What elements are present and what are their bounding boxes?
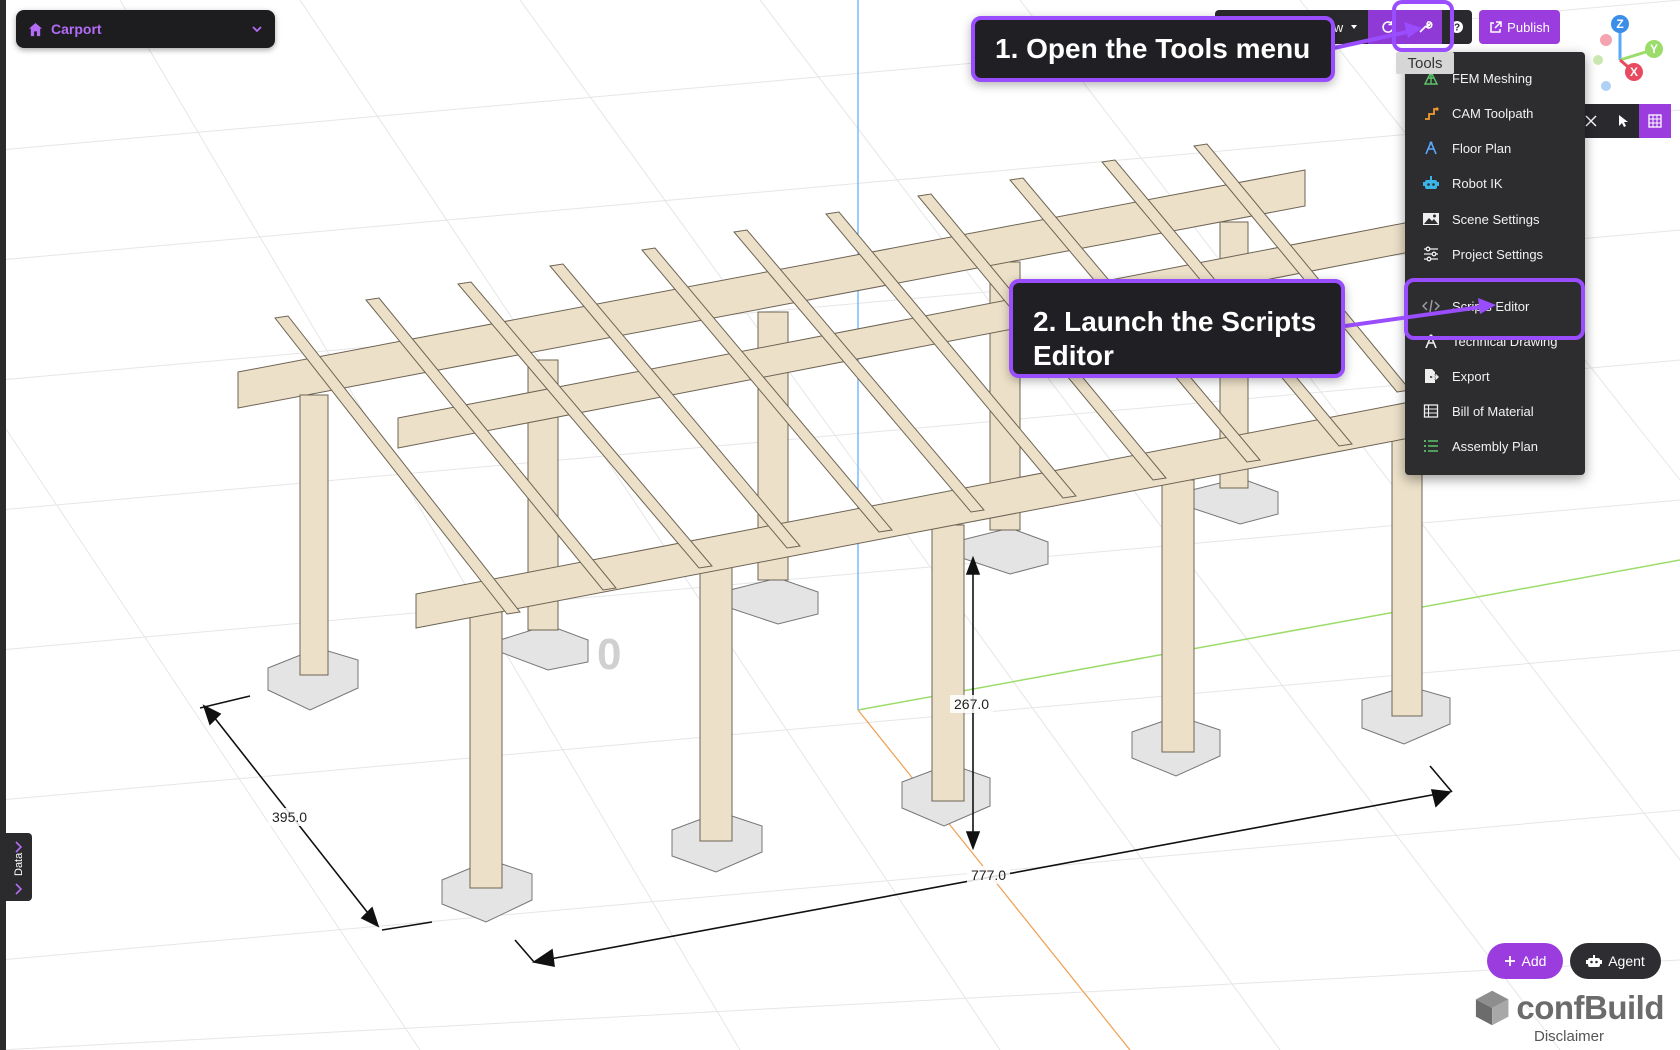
scripts-editor-highlight [1404,278,1585,340]
step-1-callout: 1. Open the Tools menu [971,16,1335,82]
project-selector[interactable]: Carport [16,10,275,48]
orientation-gizmo[interactable]: Z Y X [1590,10,1670,100]
project-name: Carport [51,21,102,37]
x-axis-label: X [1630,65,1638,79]
y-axis-line [857,559,1680,711]
tools-menu-item-label: Export [1452,368,1490,384]
tools-menu-item-label: Floor Plan [1452,140,1512,156]
tools-tooltip: Tools [1396,52,1454,74]
tools-menu-item-label: Robot IK [1452,175,1503,191]
home-icon [28,22,43,36]
y-axis-handle[interactable] [1645,40,1663,58]
tools-menu-item-project-settings[interactable]: Project Settings [1405,237,1585,271]
publish-button[interactable]: Publish [1479,10,1560,44]
z-axis-handle[interactable] [1611,15,1629,33]
cursor-icon [1619,115,1628,127]
fem-mesh-icon [1422,69,1440,87]
dimension-lines [199,555,1453,968]
cube-logo-icon [1475,990,1509,1026]
height-dimension-label: 267.0 [950,695,994,713]
view-mode-toolbar [1575,104,1671,138]
plus-icon [1504,956,1515,966]
caret-down-icon [1351,25,1358,29]
width-dimension-label: 395.0 [268,808,312,826]
tools-menu-item-export[interactable]: Export [1405,359,1585,393]
sliders-icon [1422,245,1440,263]
data-tab-label: Data [13,852,25,876]
y-axis-label: Y [1650,42,1658,56]
robot-icon [1422,174,1440,192]
brand-name: confBuild [1516,989,1664,1026]
svg-text:?: ? [1454,23,1460,34]
carport-structure [237,143,1451,923]
help-icon: ? [1451,21,1463,34]
grid-toggle-button[interactable] [1639,104,1671,138]
chevron-down-icon [252,26,262,33]
tools-menu-item-label: FEM Meshing [1452,70,1533,86]
brand-logo: confBuild [1474,986,1664,1030]
cam-toolpath-icon [1422,104,1440,122]
agent-button[interactable]: Agent [1570,943,1661,979]
tools-menu-item-fem-meshing[interactable]: FEM Meshing [1405,61,1585,95]
length-dimension-label: 777.0 [967,866,1011,884]
tools-menu-item-label: Project Settings [1452,246,1544,262]
tools-menu-item-label: Bill of Material [1452,403,1534,419]
list-icon [1422,437,1440,455]
tools-button-highlight [1392,0,1454,52]
left-edge-bar [0,0,6,1050]
tools-menu-item-scene-settings[interactable]: Scene Settings [1405,202,1585,236]
select-tool-button[interactable] [1607,104,1639,138]
add-button[interactable]: Add [1487,943,1563,979]
x-axis-handle[interactable] [1625,63,1643,81]
tools-menu-item-label: Assembly Plan [1452,438,1538,454]
agent-label: Agent [1608,953,1645,969]
external-link-icon [1490,20,1502,33]
tools-menu-item-bill-of-material[interactable]: Bill of Material [1405,394,1585,428]
export-icon [1422,367,1440,385]
disclaimer-link[interactable]: Disclaimer [1534,1028,1605,1045]
grid-icon [1648,114,1662,128]
z-axis-label: Z [1616,17,1623,31]
help-button[interactable]: ? [1442,10,1472,44]
tools-menu-item-label: Scene Settings [1452,211,1540,227]
add-label: Add [1521,953,1547,969]
tools-menu-item-label: CAM Toolpath [1452,105,1534,121]
tools-menu-item-assembly-plan[interactable]: Assembly Plan [1405,429,1585,463]
tools-menu-item-robot-ik[interactable]: Robot IK [1405,166,1585,200]
tools-menu-item-floor-plan[interactable]: Floor Plan [1405,131,1585,165]
step-2-callout: 2. Launch the Scripts Editor [1009,279,1345,378]
view-dropdown-label: w [1333,19,1344,35]
data-panel-tab[interactable]: Data [6,833,32,901]
chevron-right-icon [15,883,23,895]
table-icon [1422,402,1440,420]
chevron-right-icon [15,841,23,853]
image-icon [1422,210,1440,228]
publish-label: Publish [1507,19,1550,35]
scissors-icon [1585,115,1597,127]
origin-marker: 0 [597,630,622,679]
tools-menu-item-cam-toolpath[interactable]: CAM Toolpath [1405,96,1585,130]
robot-icon [1586,955,1603,967]
floor-plan-icon [1422,139,1440,157]
